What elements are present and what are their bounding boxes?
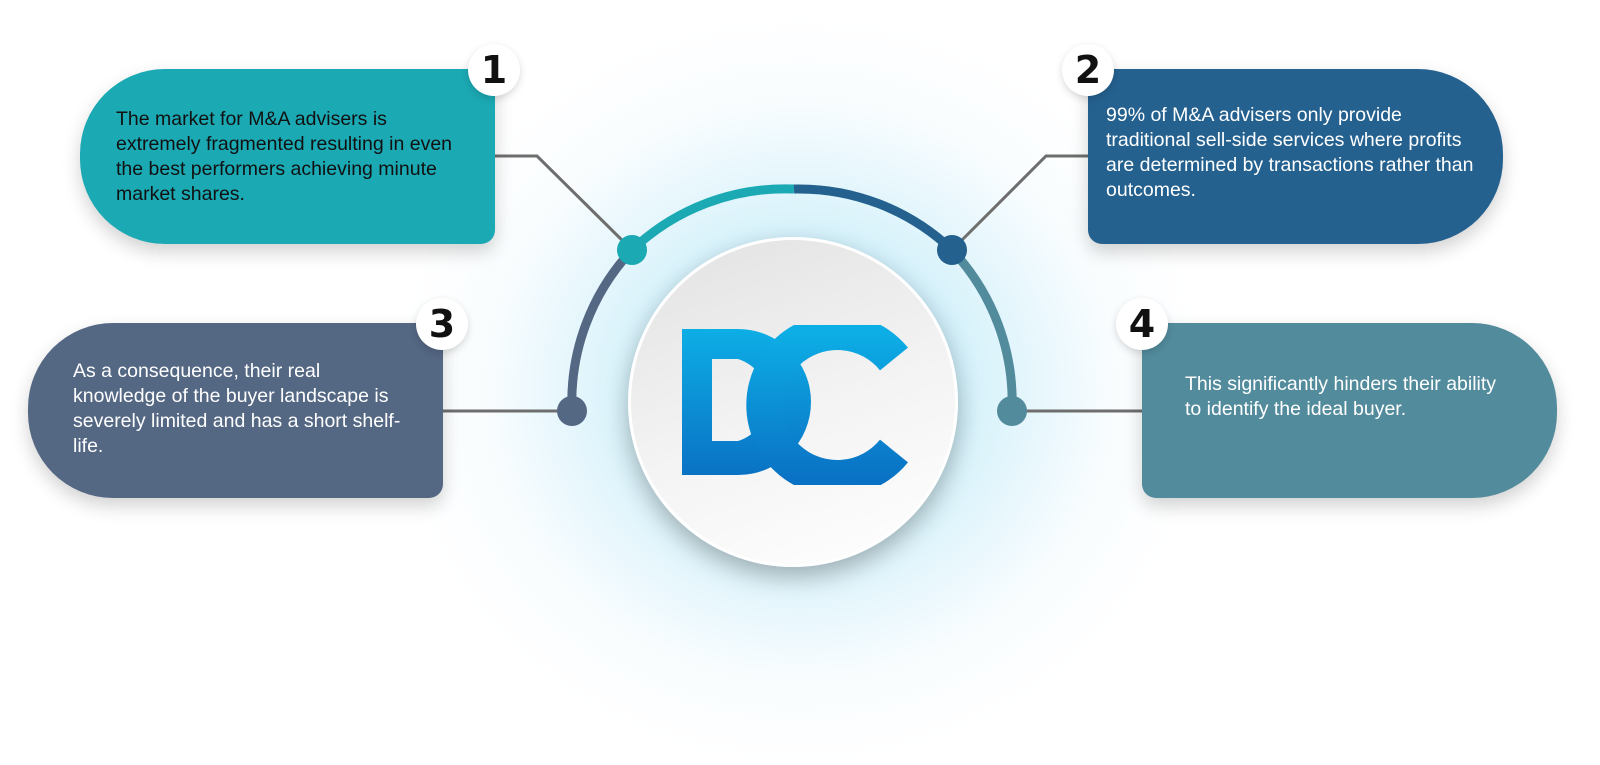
info-card-4: This significantly hinders their ability… (1142, 323, 1557, 498)
dc-logo-icon (682, 325, 908, 485)
arc-segment-teal (628, 184, 795, 254)
info-card-3-text: As a consequence, their real knowledge o… (73, 360, 401, 457)
connector-line-2 (950, 154, 1088, 252)
node-2 (937, 235, 967, 265)
info-card-2-text: 99% of M&A advisers only provide traditi… (1106, 104, 1474, 201)
node-4 (997, 396, 1027, 426)
info-card-1-text: The market for M&A advisers is extremely… (116, 108, 453, 205)
node-3 (557, 396, 587, 426)
arc-segment-steel (947, 245, 1017, 416)
connector-line-1 (495, 154, 634, 252)
logo-letter-c (746, 325, 908, 485)
info-card-2: 99% of M&A advisers only provide traditi… (1088, 69, 1503, 244)
step-number-1: 1 (468, 44, 520, 96)
step-number-4: 4 (1116, 298, 1168, 350)
step-number-3: 3 (416, 298, 468, 350)
info-card-4-text: This significantly hinders their ability… (1185, 373, 1497, 420)
arc-segment-navy (793, 184, 956, 254)
info-card-1: The market for M&A advisers is extremely… (80, 69, 495, 244)
step-number-2: 2 (1062, 44, 1114, 96)
node-1 (617, 235, 647, 265)
info-card-3: As a consequence, their real knowledge o… (28, 323, 443, 498)
arc-segment-slate (567, 245, 637, 416)
